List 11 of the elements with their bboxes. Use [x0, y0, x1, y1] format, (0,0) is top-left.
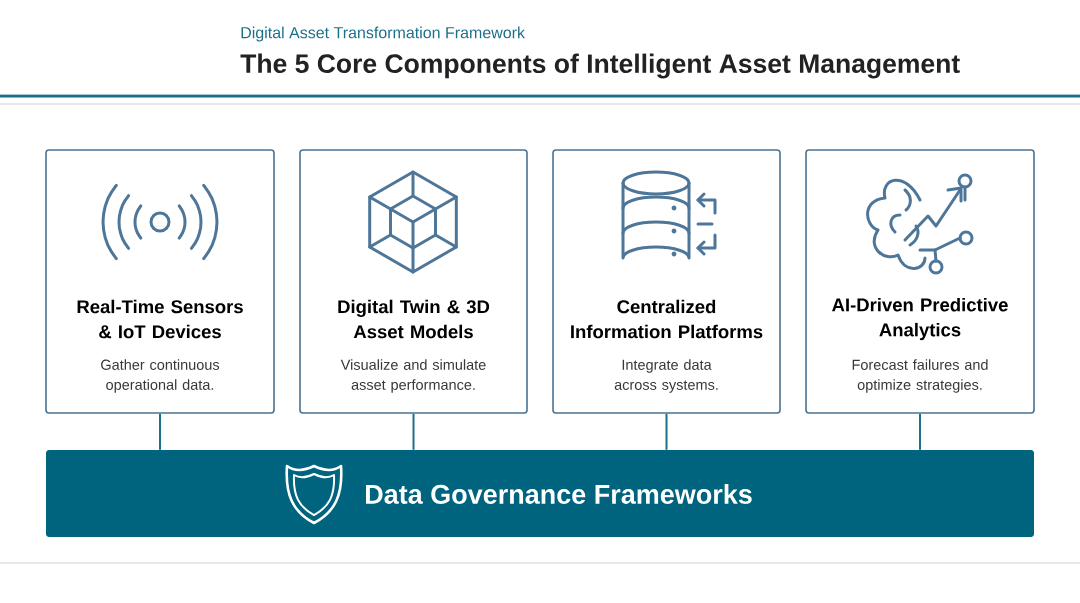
title: The 5 Core Components of Intelligent Asset Management	[240, 53, 960, 79]
component-card: Digital Twin & 3D Asset Models Visualize and simulate asset performance.	[299, 149, 528, 414]
connector-line	[412, 412, 415, 451]
subtitle: Digital Asset Transformation Framework	[241, 26, 525, 42]
component-card: Centralized Information Platforms Integrate data across systems.	[552, 149, 781, 414]
connector-line	[919, 412, 921, 451]
component-card: AI-Driven Predictive Analytics Forecast failures and optimize strategies.	[805, 149, 1035, 414]
foundation-band: Data Governance Frameworks	[46, 450, 1034, 537]
connector-line	[159, 412, 161, 451]
connector-line	[665, 412, 668, 451]
component-card: Real-Time Sensors & IoT Devices Gather continuous operational data.	[45, 149, 275, 414]
